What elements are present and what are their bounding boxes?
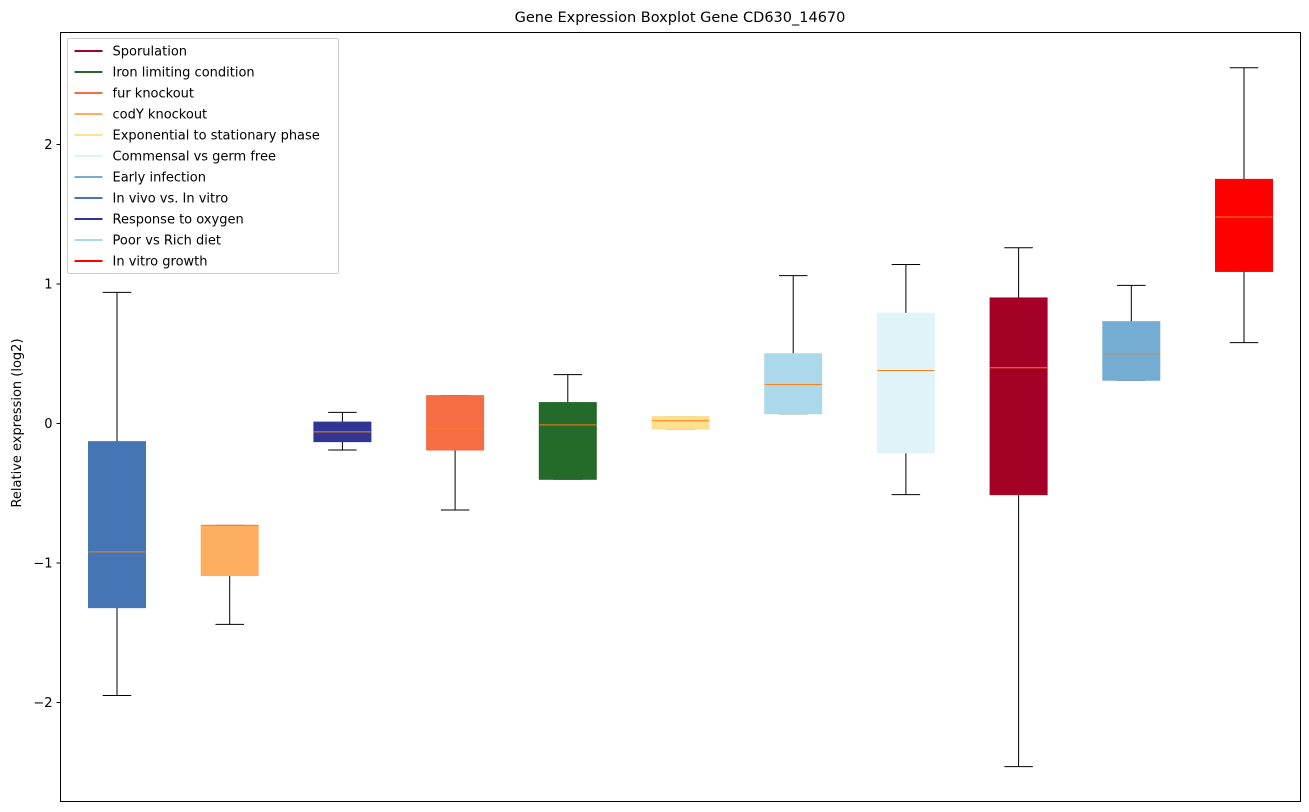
- legend-label: Sporulation: [113, 45, 188, 60]
- box-group: [651, 416, 710, 430]
- legend-label: Response to oxygen: [113, 213, 244, 228]
- box-group: [88, 291, 146, 697]
- legend-label: Iron limiting condition: [113, 66, 255, 81]
- box-group: [200, 524, 259, 625]
- box: [764, 353, 823, 415]
- legend-label: Poor vs Rich diet: [113, 234, 221, 249]
- box: [876, 312, 935, 454]
- box-group: [1215, 67, 1273, 344]
- box: [651, 416, 710, 430]
- boxes-layer: [88, 67, 1273, 768]
- box: [1102, 321, 1161, 381]
- box-group: [426, 395, 485, 511]
- box: [426, 395, 485, 451]
- box: [1215, 178, 1273, 272]
- y-tick-label: −2: [33, 696, 52, 711]
- box-group: [538, 374, 597, 480]
- y-axis-label: Relative expression (log2): [10, 338, 25, 507]
- legend-label: Early infection: [113, 171, 206, 186]
- legend-label: codY knockout: [113, 108, 208, 123]
- box: [88, 441, 146, 609]
- box-group: [1102, 284, 1161, 381]
- y-tick-label: 2: [44, 138, 52, 153]
- legend-box: [67, 38, 339, 274]
- box: [989, 297, 1048, 496]
- y-tick-label: 0: [44, 417, 52, 432]
- chart-title: Gene Expression Boxplot Gene CD630_14670: [515, 10, 846, 26]
- legend-label: Exponential to stationary phase: [113, 129, 320, 144]
- legend-label: fur knockout: [113, 87, 195, 102]
- box-group: [764, 275, 823, 415]
- legend-label: In vitro growth: [113, 255, 208, 270]
- box: [200, 524, 259, 577]
- legend-label: In vivo vs. In vitro: [113, 192, 229, 207]
- box-group: [989, 247, 1048, 768]
- y-tick-label: 1: [44, 278, 52, 293]
- box-group: [876, 263, 935, 496]
- box: [538, 402, 597, 480]
- plot-frame: [60, 32, 1301, 802]
- legend-label: Commensal vs germ free: [113, 150, 276, 165]
- y-axis: −2 −1 0 1 2: [33, 138, 61, 711]
- box-group: [313, 411, 372, 451]
- y-tick-label: −1: [33, 557, 52, 572]
